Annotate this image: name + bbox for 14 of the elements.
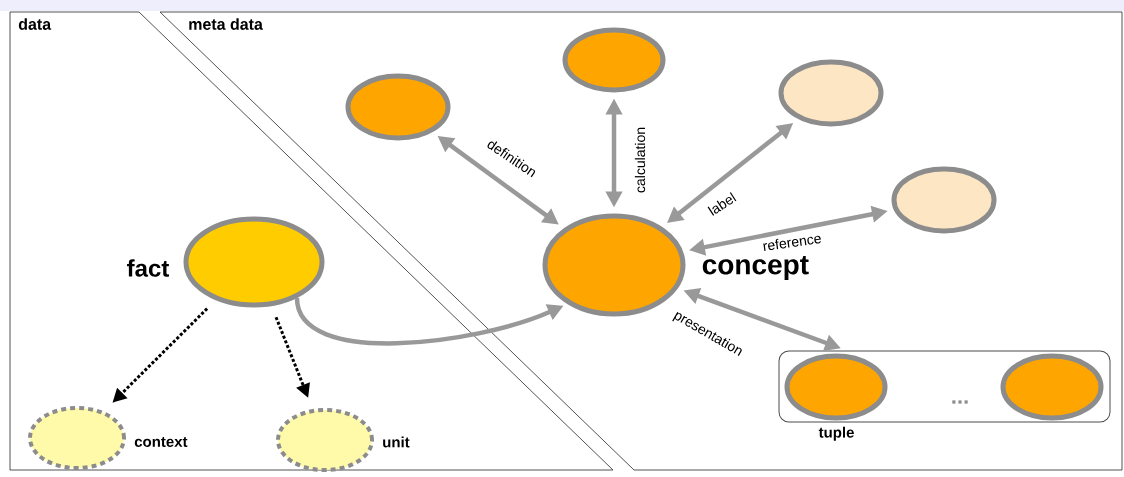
node-label: unit — [383, 436, 410, 448]
edge-label: calculation — [633, 125, 647, 195]
node-label: concept — [702, 255, 809, 281]
circle — [1000, 353, 1104, 421]
edge-label: reference — [760, 231, 824, 253]
circle — [778, 59, 884, 127]
ellipsis: ... — [952, 400, 968, 404]
circle — [345, 73, 451, 141]
node-label: context — [134, 437, 188, 447]
node-label: fact — [127, 259, 169, 277]
circle — [891, 166, 997, 234]
node-label: tuple — [818, 426, 854, 441]
circle — [562, 27, 666, 93]
circle — [784, 353, 888, 421]
